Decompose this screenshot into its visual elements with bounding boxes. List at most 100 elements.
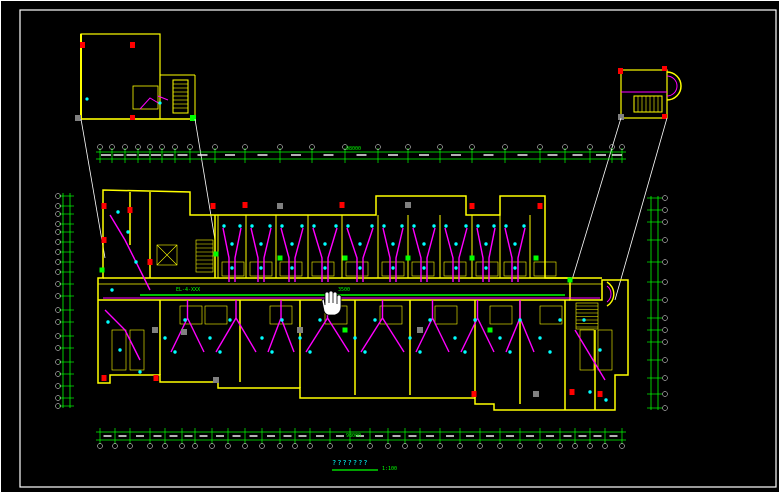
dimension-text-mark [483, 154, 494, 156]
light-fixture [138, 370, 142, 374]
wiring-run [294, 227, 304, 282]
dimension-text-mark [232, 435, 241, 437]
light-fixture [110, 288, 114, 292]
light-fixture [454, 242, 458, 246]
light-fixture [308, 350, 312, 354]
dimension-text-mark [506, 435, 514, 437]
dimension-text-mark [578, 435, 587, 437]
grid-bubble [127, 443, 133, 449]
junction-box [277, 255, 283, 261]
wiring-run [222, 227, 230, 282]
dimension-text-mark [336, 435, 344, 437]
grid-bubble [417, 443, 423, 449]
grid-bubble [55, 211, 61, 217]
dimension-text-mark [612, 154, 622, 156]
grid-bubble [259, 443, 265, 449]
dimension-text-mark [446, 435, 454, 437]
wiring-run [327, 227, 338, 282]
dimension-text-mark [298, 435, 307, 437]
junction-box [213, 251, 219, 257]
bathroom-block [179, 305, 203, 325]
grid-bubble [662, 279, 668, 285]
light-fixture [432, 224, 436, 228]
light-fixture [373, 318, 377, 322]
grid-bubble [517, 443, 523, 449]
dimension-text-mark [101, 154, 111, 156]
light-fixture [428, 318, 432, 322]
bathroom-block [533, 261, 557, 277]
grid-bubble [557, 443, 563, 449]
column-marker [213, 377, 219, 383]
drawing-inner-frame [19, 9, 777, 488]
bathroom-block [475, 261, 499, 277]
light-fixture [412, 224, 416, 228]
grid-bubble [147, 144, 153, 150]
light-fixture [106, 320, 110, 324]
grid-bubble [192, 443, 198, 449]
outlet-marker [339, 202, 345, 208]
wiring-run [280, 227, 290, 282]
junction-box [342, 255, 348, 261]
bathroom-block [411, 261, 435, 277]
grid-bubble [55, 307, 61, 313]
wiring-run [326, 317, 350, 353]
grid-bubble [619, 144, 625, 150]
dimension-text-mark [392, 435, 401, 437]
grid-bubble [159, 144, 165, 150]
grid-bubble [619, 443, 625, 449]
column-markers [99, 202, 573, 397]
wiring-run [109, 214, 151, 291]
grid-bubble [437, 144, 443, 150]
light-fixture [222, 224, 226, 228]
grid-bubble [469, 144, 475, 150]
closet-block [111, 329, 127, 371]
dimension-text-mark [526, 435, 534, 437]
dimension-text-mark [546, 435, 554, 437]
outlet-marker [471, 391, 477, 397]
dimension-text-mark [169, 435, 178, 437]
light-fixture [391, 242, 395, 246]
wiring-run [263, 227, 272, 282]
grid-bubble [55, 403, 61, 409]
grid-bubble [662, 405, 668, 411]
hand-cursor-icon [321, 290, 342, 316]
inset-detail-left [75, 33, 196, 121]
outlet-marker [101, 237, 107, 243]
callout-line [614, 117, 668, 301]
dimension-text-mark [153, 435, 162, 437]
grid-bubble [477, 443, 483, 449]
wiring-run [170, 300, 189, 353]
grid-bubble [97, 144, 103, 150]
bathroom-block [379, 305, 403, 325]
wiring-run [395, 227, 404, 282]
grid-bubble [662, 237, 668, 243]
dimension-text-mark [375, 435, 383, 437]
grid-bubble [242, 443, 248, 449]
dimension-text-mark [547, 154, 558, 156]
wiring-run [415, 300, 434, 353]
light-fixture [163, 336, 167, 340]
dimension-text-mark [572, 154, 583, 156]
wiring-run [234, 227, 242, 282]
light-fixture [463, 350, 467, 354]
column-marker [405, 202, 411, 208]
grid-bubble [662, 219, 668, 225]
junction-box [567, 277, 573, 283]
wiring-run [382, 227, 391, 282]
light-fixture [323, 266, 327, 270]
grid-bubble [375, 144, 381, 150]
light-fixture [522, 224, 526, 228]
column-marker [181, 329, 187, 335]
grid-bubble [537, 144, 543, 150]
dimension-text-mark [136, 435, 144, 437]
light-fixture [280, 224, 284, 228]
dimension-text-mark [451, 154, 461, 156]
grid-bubble [662, 339, 668, 345]
grid-bubble [537, 443, 543, 449]
wiring-run [215, 300, 237, 353]
grid-bubble [55, 239, 61, 245]
light-fixture [498, 336, 502, 340]
grid-bubble [562, 144, 568, 150]
wiring-run [504, 227, 513, 282]
